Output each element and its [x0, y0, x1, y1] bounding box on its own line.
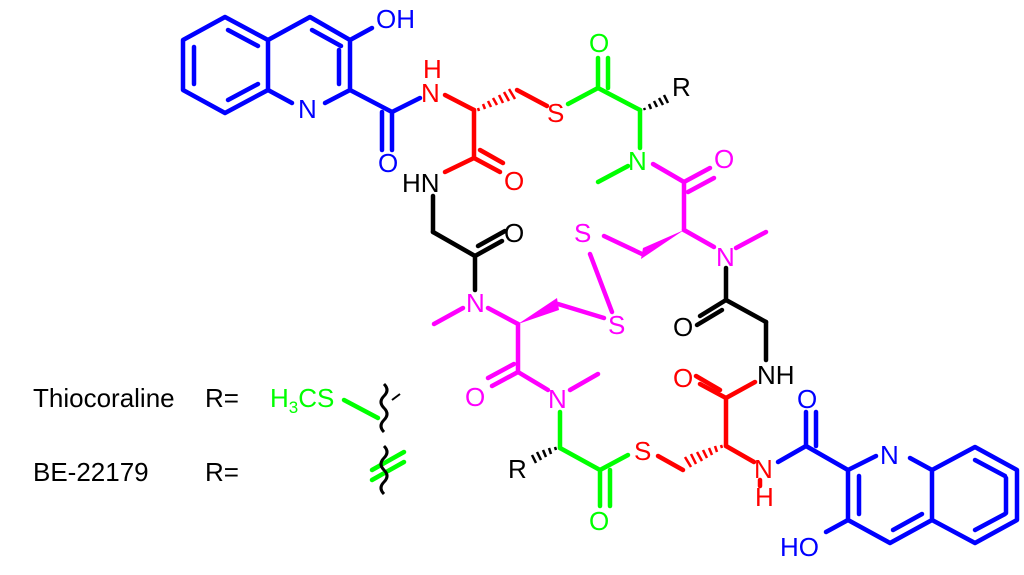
be-22179-substituent [369, 444, 407, 496]
top-oh-label: OH [376, 4, 415, 34]
top-cysteine [442, 87, 550, 175]
top-cys-o-label: O [504, 166, 524, 196]
top-green-n-label: N [628, 146, 647, 176]
bottom-green-hash-wedge [530, 446, 558, 464]
top-thioester-s-label: S [547, 98, 564, 128]
upper-cys-o-label: O [714, 144, 734, 174]
disulfide-s2-label: S [608, 310, 625, 340]
thiocoraline-substituent: H3CS [270, 382, 401, 434]
bottom-cys-o-label: O [673, 363, 693, 393]
upper-cys-n-label: N [716, 242, 735, 272]
top-ring-n-label: N [298, 94, 317, 124]
bottom-thioester-residue [557, 409, 631, 509]
attachment-wavy-line-1 [379, 382, 389, 434]
lower-cys-n-label: N [466, 288, 485, 318]
bottom-cysteine [655, 373, 763, 489]
top-r-label: R [672, 72, 691, 102]
lower-left-cystine [431, 251, 615, 393]
top-chromophore [180, 14, 423, 153]
lower-cys-wedge [518, 298, 559, 324]
bottom-cys-hash-wedge [683, 444, 724, 468]
bottom-ho-label: HO [780, 532, 819, 562]
upper-right-cystine [601, 161, 717, 257]
bottom-amide-o-label: O [797, 384, 817, 414]
top-amide-o-label: O [378, 148, 398, 178]
left-gly-hn-label: HN [402, 168, 440, 198]
disulfide-s1-label: S [574, 218, 591, 248]
thiocoraline-name: Thiocoraline [33, 383, 175, 413]
left-gly-o-label: O [504, 218, 524, 248]
be-22179-name: BE-22179 [33, 457, 149, 487]
bottom-cys-h-label: H [755, 482, 774, 512]
bottom-chromophore [775, 409, 1020, 546]
thiocoraline-r-equals: R= [205, 383, 239, 413]
top-cys-h-label: H [423, 54, 442, 84]
upper-cys-wedge [641, 230, 684, 259]
bottom-thioester-s-label: S [634, 436, 651, 466]
h3cs-label: H3CS [270, 383, 334, 417]
right-gly-o-label: O [673, 312, 693, 342]
top-green-hash-wedge [642, 94, 670, 111]
bottom-ring-n-label: N [880, 440, 899, 470]
bottom-cys-n-label: N [754, 454, 773, 484]
top-green-o-label: O [589, 28, 609, 58]
lower-cys-o-label: O [465, 382, 485, 412]
be-22179-r-equals: R= [205, 457, 239, 487]
bottom-green-o-label: O [589, 506, 609, 536]
lower-cys-n2-label: N [548, 384, 567, 414]
right-glycine [694, 265, 769, 363]
bottom-r-label: R [508, 454, 527, 484]
top-cys-n-label: N [421, 78, 440, 108]
top-cys-hash-wedge [476, 88, 517, 112]
attachment-wavy-line-2 [379, 444, 389, 496]
left-glycine [430, 193, 508, 293]
top-thioester-residue [565, 55, 643, 185]
right-gly-nh-label: NH [757, 360, 795, 390]
